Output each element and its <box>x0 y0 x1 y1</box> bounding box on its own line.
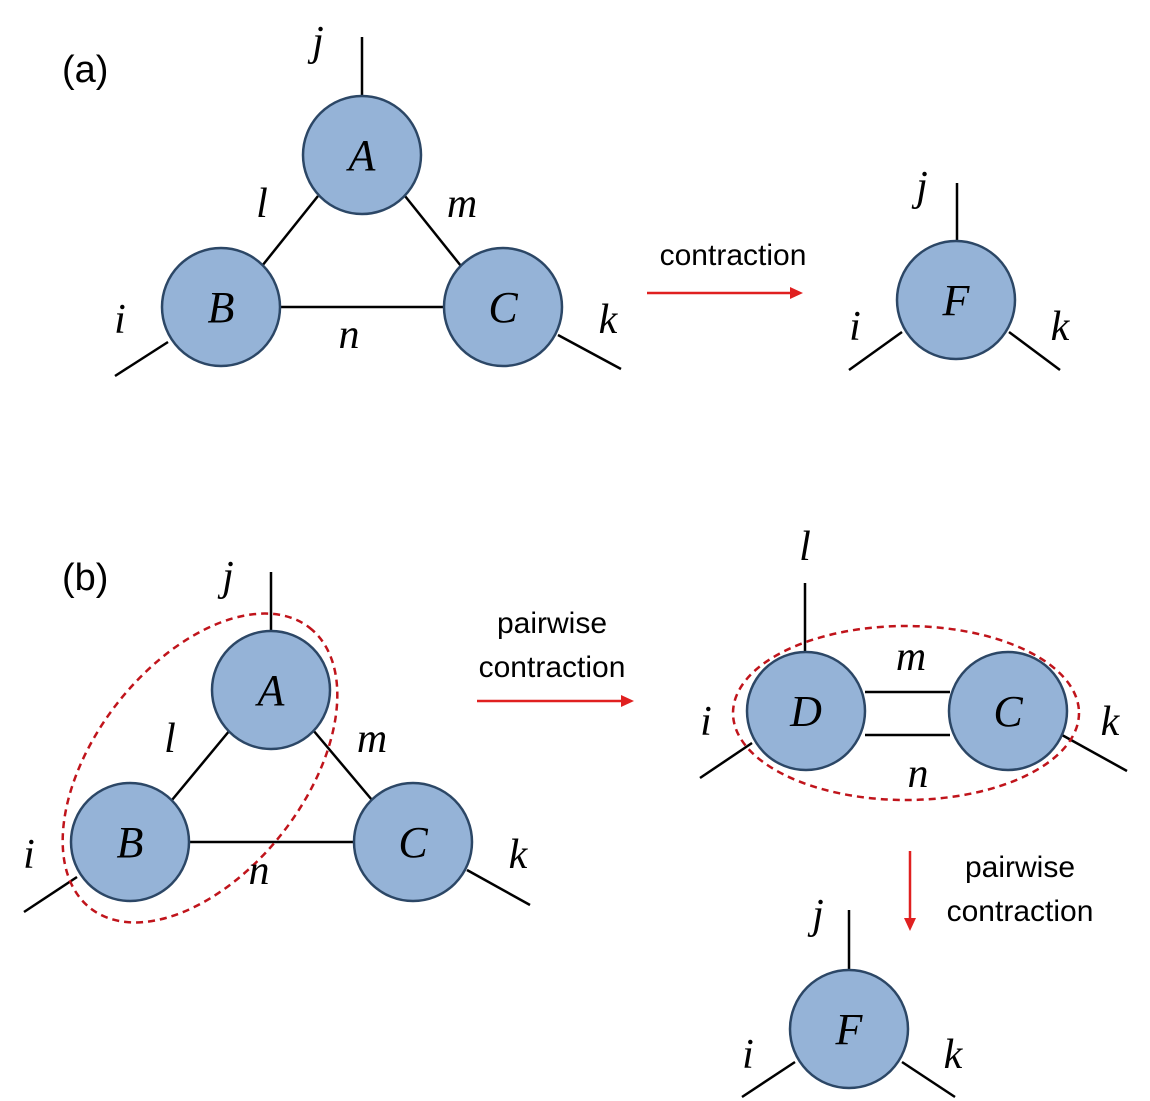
tensor-node-c-intermediate <box>947 650 1069 772</box>
tensor-node-f <box>895 239 1017 361</box>
intermediate-group-outline <box>731 624 1081 802</box>
index-i: i <box>23 832 35 878</box>
index-n: n <box>339 312 360 358</box>
node-label-b: B <box>208 283 235 332</box>
result-index-j: j <box>911 164 928 210</box>
intermediate-index-i: i <box>700 699 712 745</box>
intermediate-index-k: k <box>1101 699 1121 745</box>
contraction-group-outline <box>61 612 339 924</box>
final-edge-k <box>901 1060 956 1099</box>
node-label-a: A <box>255 666 286 715</box>
index-l: l <box>256 181 268 227</box>
node-label-f: F <box>835 1005 864 1054</box>
tensor-node-c <box>442 246 564 368</box>
edge-m <box>312 729 373 801</box>
edge-i <box>114 340 169 378</box>
node-label-c-intermediate: C <box>993 687 1023 736</box>
tensor-node-c <box>352 781 474 903</box>
intermediate-edge-k <box>1061 733 1128 773</box>
final-index-k: k <box>944 1032 964 1078</box>
index-k: k <box>599 297 619 343</box>
index-l: l <box>164 716 176 762</box>
node-label-b: B <box>117 818 144 867</box>
result-edge-i <box>848 330 903 372</box>
final-edge-i <box>741 1060 796 1099</box>
index-k: k <box>509 832 529 878</box>
intermediate-edge-i <box>699 741 753 780</box>
index-m: m <box>357 716 387 762</box>
pairwise-arrow-1-label-line2: contraction <box>479 651 626 684</box>
pairwise-arrow-2-label-line2: contraction <box>947 895 1094 928</box>
tensor-node-f <box>788 968 910 1090</box>
edge-m <box>404 195 462 267</box>
tensor-node-b <box>69 781 191 903</box>
node-label-a: A <box>346 131 377 180</box>
edge-l <box>261 195 319 267</box>
index-n: n <box>249 848 270 894</box>
pairwise-arrow-2-label-line1: pairwise <box>965 851 1075 884</box>
intermediate-index-m: m <box>896 634 926 680</box>
index-j: j <box>217 554 234 600</box>
intermediate-index-n: n <box>908 751 929 797</box>
panel-a: (a) A B C j l m n i k contraction F j i <box>62 19 1071 378</box>
tensor-node-a <box>301 94 423 216</box>
contraction-arrow-label: contraction <box>660 239 807 272</box>
tensor-node-a <box>210 629 332 751</box>
final-index-i: i <box>742 1032 754 1078</box>
index-m: m <box>447 181 477 227</box>
node-label-c: C <box>398 818 428 867</box>
edge-i <box>23 875 78 914</box>
result-index-i: i <box>849 304 861 350</box>
node-label-d: D <box>789 687 822 736</box>
panel-b: (b) A B C j l m n i k pairwise contracti… <box>23 524 1128 1099</box>
pairwise-arrowhead-1 <box>621 695 634 707</box>
pairwise-arrowhead-2 <box>904 918 916 931</box>
intermediate-index-l: l <box>799 524 811 570</box>
final-index-j: j <box>807 892 824 938</box>
edge-k <box>557 333 622 371</box>
result-index-k: k <box>1051 304 1071 350</box>
pairwise-arrow-1-label-line1: pairwise <box>497 607 607 640</box>
panel-a-label: (a) <box>62 49 108 91</box>
index-j: j <box>307 19 324 65</box>
index-i: i <box>114 297 126 343</box>
contraction-arrowhead <box>790 287 803 299</box>
tensor-node-b <box>160 246 282 368</box>
edge-k <box>466 868 531 907</box>
panel-b-label: (b) <box>62 557 108 599</box>
node-label-c: C <box>488 283 518 332</box>
result-edge-k <box>1008 330 1061 372</box>
edge-l <box>171 729 231 801</box>
node-label-f: F <box>942 276 971 325</box>
tensor-node-d <box>745 650 867 772</box>
